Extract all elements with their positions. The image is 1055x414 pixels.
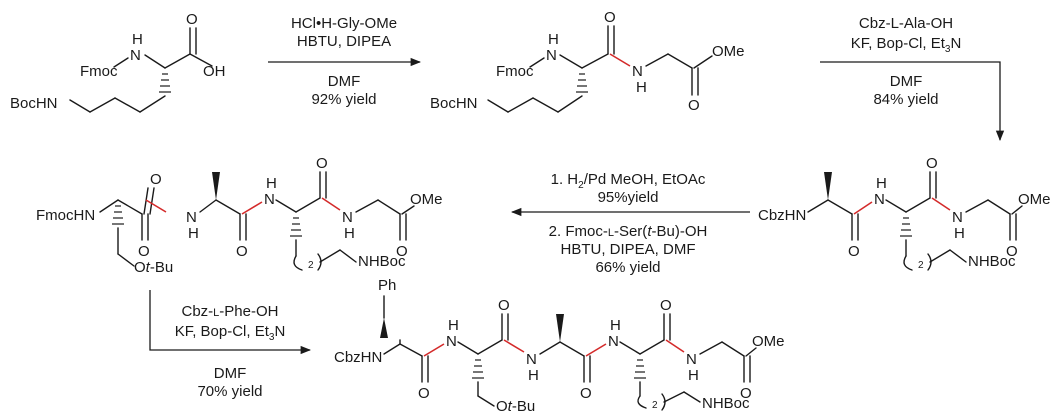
svg-text:FmocHN: FmocHN xyxy=(36,207,95,224)
stereo-hash xyxy=(290,217,302,237)
svg-text:KF, Bop-Cl, Et3N: KF, Bop-Cl, Et3N xyxy=(175,323,286,343)
svg-text:Ph: Ph xyxy=(378,277,396,294)
svg-text:N: N xyxy=(874,191,885,208)
svg-text:Ot-Bu: Ot-Bu xyxy=(496,398,535,414)
svg-text:N: N xyxy=(686,351,697,368)
svg-text:H: H xyxy=(876,175,887,192)
svg-text:O: O xyxy=(418,385,430,402)
reaction-arrow-4 xyxy=(149,290,312,355)
stereo-hash xyxy=(900,217,912,237)
svg-text:H: H xyxy=(636,79,647,96)
step3-conditions: 1. H2/Pd MeOH, EtOAc 95%yield 2. Fmoc-L-… xyxy=(510,171,750,276)
compound-fmoc-lys-gly-ome: Fmoc N H O N H O OMe BocHN xyxy=(430,9,745,114)
svg-text:O: O xyxy=(396,243,408,260)
svg-text:KF, Bop-Cl, Et3N: KF, Bop-Cl, Et3N xyxy=(851,35,962,55)
svg-text:OMe: OMe xyxy=(752,333,785,350)
stereo-hash xyxy=(159,73,171,93)
svg-text:O: O xyxy=(926,155,938,172)
atom-label: OH xyxy=(203,63,226,80)
svg-text:CbzHN: CbzHN xyxy=(334,349,382,366)
svg-text:84% yield: 84% yield xyxy=(873,91,938,108)
svg-text:95%yield: 95%yield xyxy=(598,189,659,206)
svg-text:2: 2 xyxy=(918,260,924,271)
svg-text:Cbz-L-Ala-OH: Cbz-L-Ala-OH xyxy=(859,15,953,32)
stereo-hash xyxy=(112,205,124,225)
svg-text:O: O xyxy=(848,243,860,260)
atom-label: BocHN xyxy=(10,95,58,112)
svg-text:N: N xyxy=(546,47,557,64)
stereo-hash xyxy=(576,73,588,93)
svg-text:N: N xyxy=(952,209,963,226)
svg-text:O: O xyxy=(580,385,592,402)
svg-text:CbzHN: CbzHN xyxy=(758,207,806,224)
svg-text:H: H xyxy=(528,367,539,384)
svg-text:N: N xyxy=(446,333,457,350)
svg-text:OMe: OMe xyxy=(410,191,443,208)
compound-cbz-phe-ser-ala-lys-gly-ome: Ph CbzHN O N H O Ot-Bu N H xyxy=(334,277,785,414)
svg-text:O: O xyxy=(138,243,150,260)
atom-label: Fmoc xyxy=(80,63,118,80)
svg-text:2. Fmoc-L-Ser(t-Bu)-OH: 2. Fmoc-L-Ser(t-Bu)-OH xyxy=(549,223,708,240)
reaction-arrow-2 xyxy=(820,61,1005,142)
svg-text:O: O xyxy=(498,297,510,314)
svg-text:Fmoc: Fmoc xyxy=(496,63,534,80)
svg-text:92% yield: 92% yield xyxy=(311,91,376,108)
svg-text:H: H xyxy=(548,31,559,48)
svg-text:O: O xyxy=(740,385,752,402)
svg-text:66% yield: 66% yield xyxy=(595,259,660,276)
svg-text:DMF: DMF xyxy=(214,365,247,382)
stereo-hash xyxy=(472,359,484,379)
peptide-bond xyxy=(609,53,631,67)
svg-text:NHBoc: NHBoc xyxy=(702,395,750,412)
stereo-hash xyxy=(634,359,646,379)
svg-text:2: 2 xyxy=(308,260,314,271)
compound-fmoc-lys-boc-oh: Fmoc N H O OH BocHN xyxy=(10,11,226,113)
step4-conditions: Cbz-L-Phe-OH KF, Bop-Cl, Et3N DMF 70% yi… xyxy=(149,290,312,400)
svg-text:O: O xyxy=(688,97,700,114)
svg-text:NHBoc: NHBoc xyxy=(358,253,406,270)
svg-text:HCl•H-Gly-OMe: HCl•H-Gly-OMe xyxy=(291,15,397,32)
svg-text:DMF: DMF xyxy=(328,73,361,90)
svg-text:O: O xyxy=(604,9,616,26)
svg-text:N: N xyxy=(632,63,643,80)
svg-text:HBTU, DIPEA, DMF: HBTU, DIPEA, DMF xyxy=(560,241,695,258)
svg-text:H: H xyxy=(344,225,355,242)
atom-label: N xyxy=(130,47,141,64)
svg-text:1. H2/Pd MeOH, EtOAc: 1. H2/Pd MeOH, EtOAc xyxy=(551,171,706,191)
svg-text:NHBoc: NHBoc xyxy=(968,253,1016,270)
svg-text:HBTU, DIPEA: HBTU, DIPEA xyxy=(297,33,391,50)
step2-conditions: Cbz-L-Ala-OH KF, Bop-Cl, Et3N DMF 84% yi… xyxy=(820,15,1005,142)
atom-label: H xyxy=(132,31,143,48)
svg-text:2: 2 xyxy=(652,400,658,411)
step1-conditions: HCl•H-Gly-OMe HBTU, DIPEA DMF 92% yield xyxy=(268,15,422,108)
svg-text:H: H xyxy=(954,225,965,242)
atom-label: O xyxy=(186,11,198,28)
svg-text:O: O xyxy=(660,297,672,314)
svg-text:N: N xyxy=(342,209,353,226)
svg-text:O: O xyxy=(1006,243,1018,260)
svg-text:OMe: OMe xyxy=(712,43,745,60)
svg-text:N: N xyxy=(526,351,537,368)
svg-text:70% yield: 70% yield xyxy=(197,383,262,400)
svg-text:O: O xyxy=(236,243,248,260)
compound-cbz-ala-lys-gly-ome: CbzHN O N H O N H O OMe 2 xyxy=(758,155,1051,271)
svg-text:N: N xyxy=(186,209,197,226)
svg-text:O: O xyxy=(150,171,162,188)
svg-text:H: H xyxy=(610,317,621,334)
svg-text:OMe: OMe xyxy=(1018,191,1051,208)
svg-text:H: H xyxy=(448,317,459,334)
svg-text:N: N xyxy=(608,333,619,350)
svg-text:O: O xyxy=(316,155,328,172)
svg-text:H: H xyxy=(188,225,199,242)
svg-text:H: H xyxy=(266,175,277,192)
svg-text:H: H xyxy=(688,367,699,384)
compound-fmoc-ser-ala-lys-gly-ome: FmocHN O O Ot-Bu N H O N H xyxy=(36,155,443,276)
svg-text:DMF: DMF xyxy=(890,73,923,90)
svg-text:BocHN: BocHN xyxy=(430,95,478,112)
svg-text:Ot-Bu: Ot-Bu xyxy=(134,259,173,276)
svg-text:Cbz-L-Phe-OH: Cbz-L-Phe-OH xyxy=(182,303,279,320)
svg-text:N: N xyxy=(264,191,275,208)
